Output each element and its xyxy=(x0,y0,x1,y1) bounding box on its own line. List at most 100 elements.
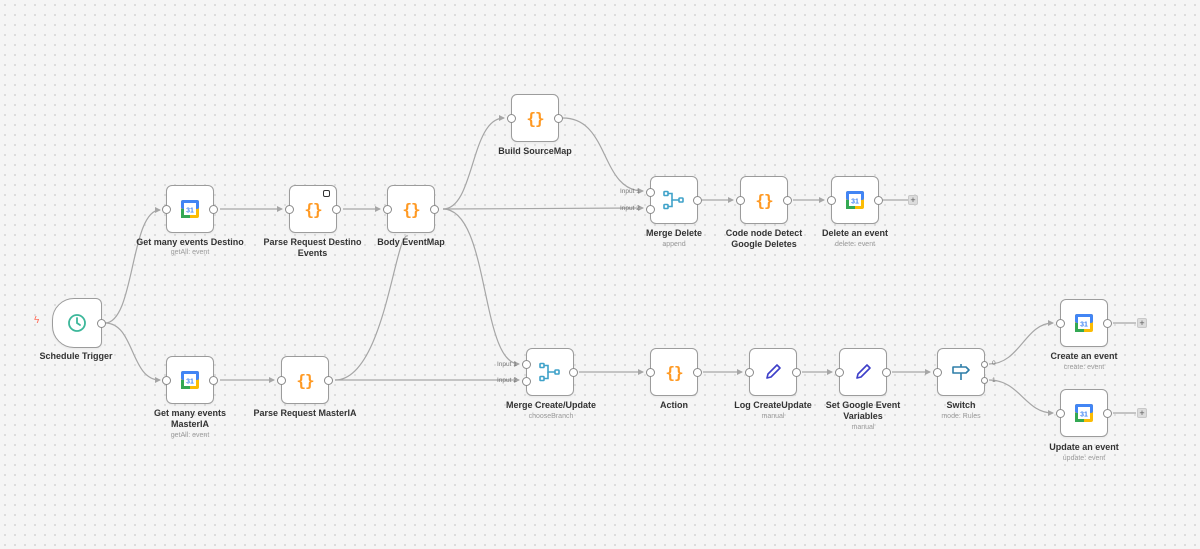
node-schedule-trigger[interactable] xyxy=(52,298,106,348)
edge-body-eventmap-to-build-sourcemap xyxy=(442,115,505,210)
pencil-icon xyxy=(856,364,871,379)
node-parse-request-destino-events[interactable]: {} xyxy=(285,185,341,233)
input-port[interactable] xyxy=(933,368,942,377)
input-port[interactable] xyxy=(507,114,516,123)
node-merge-delete[interactable] xyxy=(646,176,702,224)
node-label-get-many-events-destino: Get many events Destino xyxy=(136,237,244,247)
output-port[interactable] xyxy=(97,319,106,328)
output-port[interactable] xyxy=(569,368,578,377)
node-settings-icon[interactable] xyxy=(323,190,330,197)
node-create-an-event[interactable]: 31 xyxy=(1056,299,1112,347)
edge-body-eventmap-to-merge-create-input1 xyxy=(442,208,520,367)
input-port[interactable] xyxy=(835,368,844,377)
code-braces-icon: {} xyxy=(665,362,683,382)
code-braces-icon: {} xyxy=(402,199,420,219)
output-port[interactable] xyxy=(874,196,883,205)
add-node-button[interactable]: + xyxy=(1137,408,1147,418)
output-port[interactable] xyxy=(332,205,341,214)
output-port[interactable] xyxy=(783,196,792,205)
svg-text:31: 31 xyxy=(186,379,194,386)
node-delete-an-event[interactable]: 31 xyxy=(827,176,883,224)
input-port[interactable] xyxy=(162,205,171,214)
node-sub-log-createupdate: manual xyxy=(761,413,785,420)
input-port[interactable] xyxy=(827,196,836,205)
switch-output-0-label: 0 xyxy=(992,360,996,367)
node-parse-request-masteria[interactable]: {} xyxy=(277,356,333,404)
merge-create-input-1-label: Input 1 xyxy=(497,361,517,368)
node-merge-create-update[interactable] xyxy=(522,348,578,396)
output-port[interactable] xyxy=(693,368,702,377)
merge-create-input-2-label: Input 2 xyxy=(497,377,517,384)
merge-delete-input-1-label: Input 1 xyxy=(620,188,640,195)
node-sub-get-many-events-destino: getAll: event xyxy=(170,249,210,256)
output-port[interactable] xyxy=(209,205,218,214)
output-port[interactable] xyxy=(430,205,439,214)
input-port-1[interactable] xyxy=(522,360,531,369)
output-port[interactable] xyxy=(554,114,563,123)
output-port[interactable] xyxy=(693,196,702,205)
edge-parse-master-to-body-eventmap xyxy=(334,235,409,381)
output-port[interactable] xyxy=(1103,319,1112,328)
input-port[interactable] xyxy=(745,368,754,377)
svg-text:31: 31 xyxy=(851,199,859,206)
add-node-button[interactable]: + xyxy=(1137,318,1147,328)
output-port[interactable] xyxy=(882,368,891,377)
merge-delete-input-2-label: Input 2 xyxy=(620,205,640,212)
switch-output-1-label: 1 xyxy=(992,377,996,384)
node-label-merge-delete: Merge Delete xyxy=(645,228,703,238)
input-port[interactable] xyxy=(1056,409,1065,418)
node-label-parse-request-destino-events: Parse Request Destino Events xyxy=(263,237,362,258)
input-port[interactable] xyxy=(736,196,745,205)
output-port-1[interactable] xyxy=(981,377,988,384)
node-label-set-google-event-variables: Set Google Event Variables xyxy=(825,400,901,421)
node-label-body-eventmap: Body EventMap xyxy=(377,237,445,247)
input-port[interactable] xyxy=(285,205,294,214)
merge-icon xyxy=(663,190,684,210)
node-label-switch: Switch xyxy=(946,400,976,410)
edge-build-sourcemap-to-merge-delete-input1 xyxy=(562,117,644,194)
edge-schedule-to-get-destino xyxy=(104,207,161,324)
output-port[interactable] xyxy=(209,376,218,385)
node-label-action: Action xyxy=(660,400,688,410)
output-port-0[interactable] xyxy=(981,361,988,368)
input-port[interactable] xyxy=(1056,319,1065,328)
input-port[interactable] xyxy=(383,205,392,214)
node-action[interactable]: {} xyxy=(646,348,702,396)
input-port-2[interactable] xyxy=(522,377,531,386)
node-set-google-event-variables[interactable] xyxy=(835,348,891,396)
output-port[interactable] xyxy=(1103,409,1112,418)
node-get-many-events-destino[interactable]: 31 xyxy=(162,185,218,233)
output-port[interactable] xyxy=(792,368,801,377)
edge-schedule-to-get-master xyxy=(104,322,161,383)
output-port[interactable] xyxy=(324,376,333,385)
input-port-1[interactable] xyxy=(646,188,655,197)
node-switch[interactable] xyxy=(933,348,988,396)
node-label-log-createupdate: Log CreateUpdate xyxy=(734,400,812,410)
input-port[interactable] xyxy=(277,376,286,385)
add-node-button[interactable]: + xyxy=(908,195,918,205)
node-update-an-event[interactable]: 31 xyxy=(1056,389,1112,437)
node-log-createupdate[interactable] xyxy=(745,348,801,396)
node-label-code-detect-google-deletes: Code node Detect Google Deletes xyxy=(725,228,803,249)
pencil-icon xyxy=(766,364,781,379)
input-port-2[interactable] xyxy=(646,205,655,214)
lightning-bolt-icon: ϟ xyxy=(34,315,40,326)
google-calendar-icon: 31 xyxy=(846,191,864,209)
node-body-eventmap[interactable]: {} xyxy=(383,185,439,233)
node-label-parse-request-masteria: Parse Request MasterIA xyxy=(253,408,357,418)
input-port[interactable] xyxy=(162,376,171,385)
node-label-delete-an-event: Delete an event xyxy=(821,228,889,238)
node-build-sourcemap[interactable]: {} xyxy=(507,94,563,142)
node-sub-delete-an-event: delete: event xyxy=(834,241,876,248)
node-get-many-events-masteria[interactable]: 31 xyxy=(162,356,218,404)
code-braces-icon: {} xyxy=(755,190,773,210)
node-label-update-an-event: Update an event xyxy=(1049,442,1119,452)
node-sub-update-an-event: update: event xyxy=(1062,455,1106,462)
google-calendar-icon: 31 xyxy=(181,200,199,218)
edge-body-eventmap-to-merge-delete-input2 xyxy=(442,205,644,212)
svg-text:31: 31 xyxy=(186,208,194,215)
input-port[interactable] xyxy=(646,368,655,377)
node-code-detect-google-deletes[interactable]: {} xyxy=(736,176,792,224)
